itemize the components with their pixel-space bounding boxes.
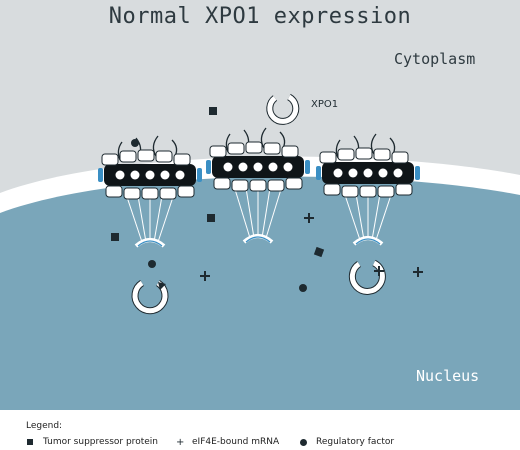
plus-icon: + xyxy=(176,437,185,448)
dot-icon xyxy=(300,437,307,449)
legend-title: Legend: xyxy=(26,421,63,431)
regulatory-factor-marker xyxy=(299,284,307,292)
cytoplasm-label: Cytoplasm xyxy=(394,50,476,68)
tumor-suppressor-protein-marker xyxy=(207,214,215,222)
nuclear-pore-1 xyxy=(98,135,202,248)
regulatory-factor-marker xyxy=(131,139,139,147)
regulatory-factor-marker xyxy=(148,260,156,268)
tumor-suppressor-protein-marker xyxy=(313,246,325,258)
xpo1-cytoplasm-icon xyxy=(266,93,300,125)
legend-item-mrna: eIF4E-bound mRNA xyxy=(192,437,280,447)
tumor-suppressor-protein-marker xyxy=(209,107,217,115)
tumor-suppressor-protein-marker xyxy=(111,233,119,241)
nuclear-pore-2 xyxy=(206,127,310,244)
diagram-title: Normal XPO1 expression xyxy=(108,4,412,29)
legend-item-tumor-suppressor: Tumor suppressor protein xyxy=(43,437,158,447)
nuclear-pore-3 xyxy=(316,133,420,246)
eif4e-bound-mrna-marker xyxy=(304,213,314,223)
nucleus-region xyxy=(0,176,520,410)
legend-item-regulatory-factor: Regulatory factor xyxy=(316,437,395,447)
eif4e-bound-mrna-marker xyxy=(413,267,423,277)
xpo1-label: XPO1 xyxy=(311,99,339,110)
square-icon xyxy=(27,437,33,448)
eif4e-bound-mrna-marker xyxy=(200,271,210,281)
nucleus-label: Nucleus xyxy=(416,367,480,385)
xpo1-complex-icon xyxy=(131,280,169,315)
legend: Legend: Tumor suppressor protein + eIF4E… xyxy=(0,410,520,450)
diagram-canvas xyxy=(0,0,520,410)
xpo1-complex-icon xyxy=(348,259,386,295)
